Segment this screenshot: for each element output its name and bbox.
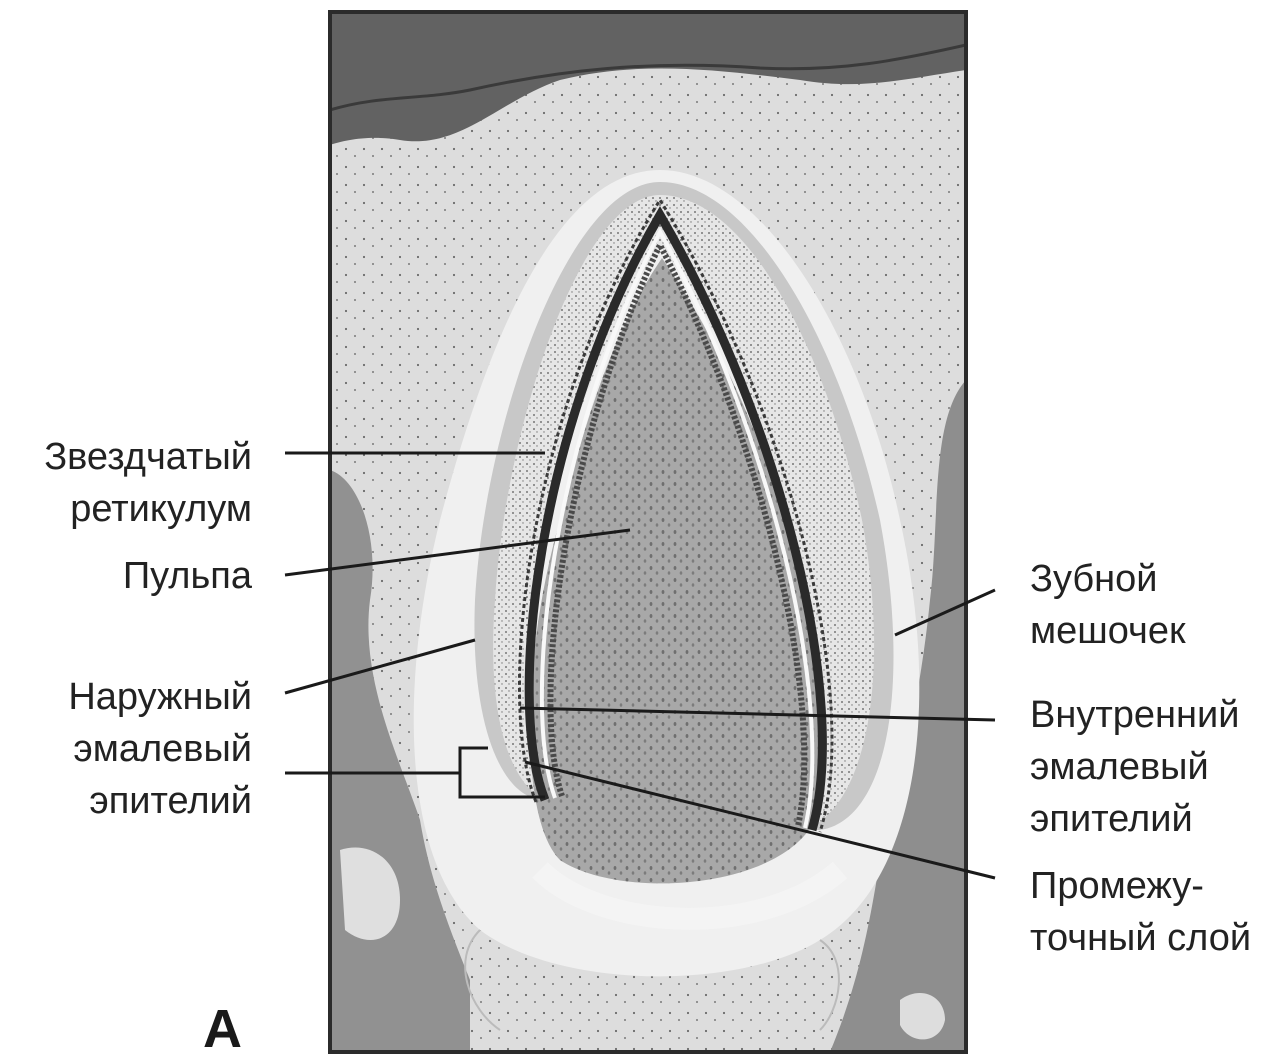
- label-dental-follicle: Зубной мешочек: [1030, 553, 1186, 657]
- label-intermediate-layer: Промежу- точный слой: [1030, 860, 1251, 964]
- label-line: Внутренний: [1030, 689, 1239, 741]
- histology-panel: [330, 12, 966, 1052]
- label-line: мешочек: [1030, 605, 1186, 657]
- label-pulp: Пульпа: [123, 550, 252, 602]
- label-inner-enamel-epithelium: Внутренний эмалевый эпителий: [1030, 689, 1239, 845]
- label-line: эпителий: [1030, 793, 1239, 845]
- label-line: Наружный: [68, 671, 252, 723]
- label-line: эмалевый: [1030, 741, 1239, 793]
- label-line: Пульпа: [123, 550, 252, 602]
- label-line: Промежу-: [1030, 860, 1251, 912]
- label-line: ретикулум: [44, 483, 252, 535]
- label-outer-enamel-epithelium: Наружный эмалевый эпителий: [68, 671, 252, 827]
- label-line: Звездчатый: [44, 431, 252, 483]
- label-line: Зубной: [1030, 553, 1186, 605]
- label-line: эпителий: [68, 775, 252, 827]
- panel-letter: А: [203, 1002, 242, 1056]
- label-line: эмалевый: [68, 723, 252, 775]
- label-line: точный слой: [1030, 912, 1251, 964]
- label-stellate-reticulum: Звездчатый ретикулум: [44, 431, 252, 535]
